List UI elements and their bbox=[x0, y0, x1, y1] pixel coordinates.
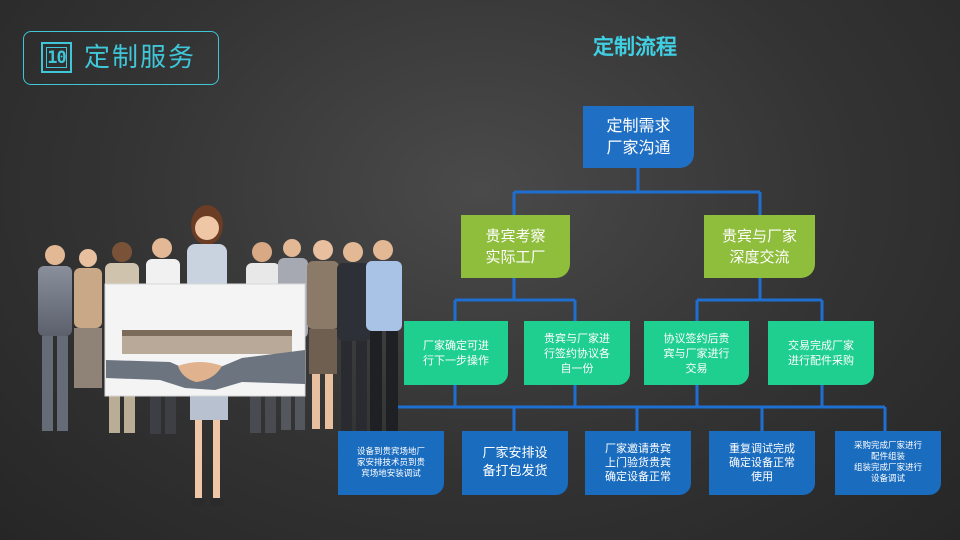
node-l2-purchase-line2: 进行配件采购 bbox=[788, 354, 854, 367]
node-l1-talk-line1: 贵宾与厂家 bbox=[721, 226, 797, 245]
node-l3-ship-line1: 厂家安排设 bbox=[482, 446, 548, 461]
section-number-icon: 10 bbox=[41, 42, 72, 73]
section-title-badge: 10 定制服务 bbox=[23, 31, 219, 85]
handshake-icon bbox=[106, 350, 305, 390]
node-l2-purchase-line1: 交易完成厂家 bbox=[788, 339, 854, 352]
node-l2-trade-line2: 宾与厂家进行 bbox=[663, 346, 730, 360]
node-l3-inspect-line3: 确定设备正常 bbox=[605, 470, 671, 483]
node-l3-ship-line2: 备打包发货 bbox=[482, 464, 548, 479]
node-l2-confirm: 厂家确定可进行下一步操作 bbox=[404, 321, 508, 385]
node-l2-trade: 协议签约后贵宾与厂家进行交易 bbox=[644, 321, 749, 385]
section-title: 定制服务 bbox=[84, 43, 197, 73]
node-l2-sign-line3: 自一份 bbox=[560, 361, 594, 375]
node-l3-retest-line2: 确定设备正常 bbox=[729, 456, 795, 469]
node-l3-assemble-line4: 设备调试 bbox=[870, 474, 905, 484]
node-l3-install-line1: 设备到贵宾场地厂 bbox=[356, 446, 425, 457]
node-l2-sign: 贵宾与厂家进行签约协议各自一份 bbox=[524, 321, 630, 385]
node-l3-retest: 重复调试完成确定设备正常使用 bbox=[709, 431, 815, 495]
flow-title: 定制流程 bbox=[593, 35, 677, 59]
node-l3-inspect-line1: 厂家邀请贵宾 bbox=[605, 442, 671, 455]
board-crowd-strip bbox=[122, 330, 292, 354]
node-l2-trade-line1: 协议签约后贵 bbox=[663, 331, 730, 345]
node-l2-sign-line2: 行签约协议各 bbox=[544, 346, 610, 360]
node-l3-retest-line1: 重复调试完成 bbox=[729, 442, 795, 455]
node-l3-ship: 厂家安排设备打包发货 bbox=[462, 431, 568, 495]
node-l2-confirm-line2: 行下一步操作 bbox=[423, 354, 489, 367]
node-l2-confirm-line1: 厂家确定可进 bbox=[423, 339, 489, 352]
node-l3-install-line3: 宾场地安装调试 bbox=[361, 468, 421, 479]
node-l2-trade-line3: 交易 bbox=[685, 361, 708, 375]
node-l3-assemble-line3: 组装完成厂家进行 bbox=[853, 463, 922, 473]
node-l2-purchase: 交易完成厂家进行配件采购 bbox=[768, 321, 874, 385]
node-l2-sign-line1: 贵宾与厂家进 bbox=[544, 331, 610, 345]
node-l3-assemble-line2: 配件组装 bbox=[870, 452, 905, 462]
node-l3-assemble-line1: 采购完成厂家进行 bbox=[853, 441, 922, 451]
node-l1-visit-line2: 实际工厂 bbox=[485, 247, 546, 266]
node-root: 定制需求厂家沟通 bbox=[583, 106, 694, 168]
node-l1-talk-line2: 深度交流 bbox=[729, 247, 790, 266]
node-root-line2: 厂家沟通 bbox=[606, 138, 671, 157]
node-l1-visit-factory: 贵宾考察实际工厂 bbox=[461, 215, 570, 278]
node-l3-install-line2: 家安排技术员到贵 bbox=[356, 457, 425, 468]
node-l3-install: 设备到贵宾场地厂家安排技术员到贵宾场地安装调试 bbox=[338, 431, 444, 495]
node-l1-deep-talk: 贵宾与厂家深度交流 bbox=[704, 215, 815, 278]
node-l3-inspect: 厂家邀请贵宾上门验货贵宾确定设备正常 bbox=[585, 431, 691, 495]
business-team-photo bbox=[38, 205, 402, 506]
node-l1-visit-line1: 贵宾考察 bbox=[485, 226, 546, 245]
node-root-line1: 定制需求 bbox=[606, 116, 671, 135]
node-l3-retest-line3: 使用 bbox=[751, 470, 773, 483]
node-l3-assemble: 采购完成厂家进行配件组装组装完成厂家进行设备调试 bbox=[835, 431, 941, 495]
node-l3-inspect-line2: 上门验货贵宾 bbox=[605, 456, 671, 469]
section-number: 10 bbox=[46, 47, 67, 68]
